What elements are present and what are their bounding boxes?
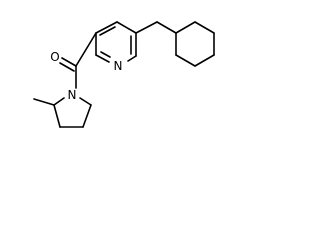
- bond-c2-c3: [53, 104, 61, 128]
- pyridine-nitrogen-label: N: [114, 59, 123, 73]
- double-bond-c3-c4-inner: [99, 26, 116, 36]
- bond-cy5-cy6: [175, 54, 196, 67]
- bond-c4-c5: [82, 104, 92, 128]
- bond-c3-c4: [95, 21, 118, 34]
- bond-c5-c6: [95, 54, 110, 63]
- carbonyl-bond-outer: [61, 57, 77, 67]
- bond-cy4-cy5: [194, 54, 215, 67]
- cyclohexane-ring: [175, 21, 215, 67]
- carbonyl-bond-inner: [59, 62, 75, 72]
- bond-cy2-cy3: [194, 21, 215, 34]
- bond-n-c2: [53, 97, 65, 106]
- pyrrolidine-nitrogen-label: N: [68, 88, 77, 102]
- bond-cy1-cy2: [175, 21, 196, 34]
- bond-ch2-to-cyclohexyl: [156, 21, 177, 34]
- bond-ring-to-carbonyl: [75, 32, 97, 67]
- structure-diagram: N O N: [33, 21, 215, 128]
- double-bond-c5-c6-inner: [100, 51, 111, 58]
- pyridine-ring: [95, 21, 137, 63]
- oxygen-label: O: [50, 50, 59, 64]
- bond-methyl: [33, 98, 55, 106]
- bond-c5-n: [79, 97, 92, 106]
- bond-c2-c3: [116, 21, 137, 34]
- bond-n1-c2: [127, 55, 137, 62]
- bond-ring-to-ch2: [135, 21, 158, 34]
- pyrrolidine-ring: [53, 97, 92, 128]
